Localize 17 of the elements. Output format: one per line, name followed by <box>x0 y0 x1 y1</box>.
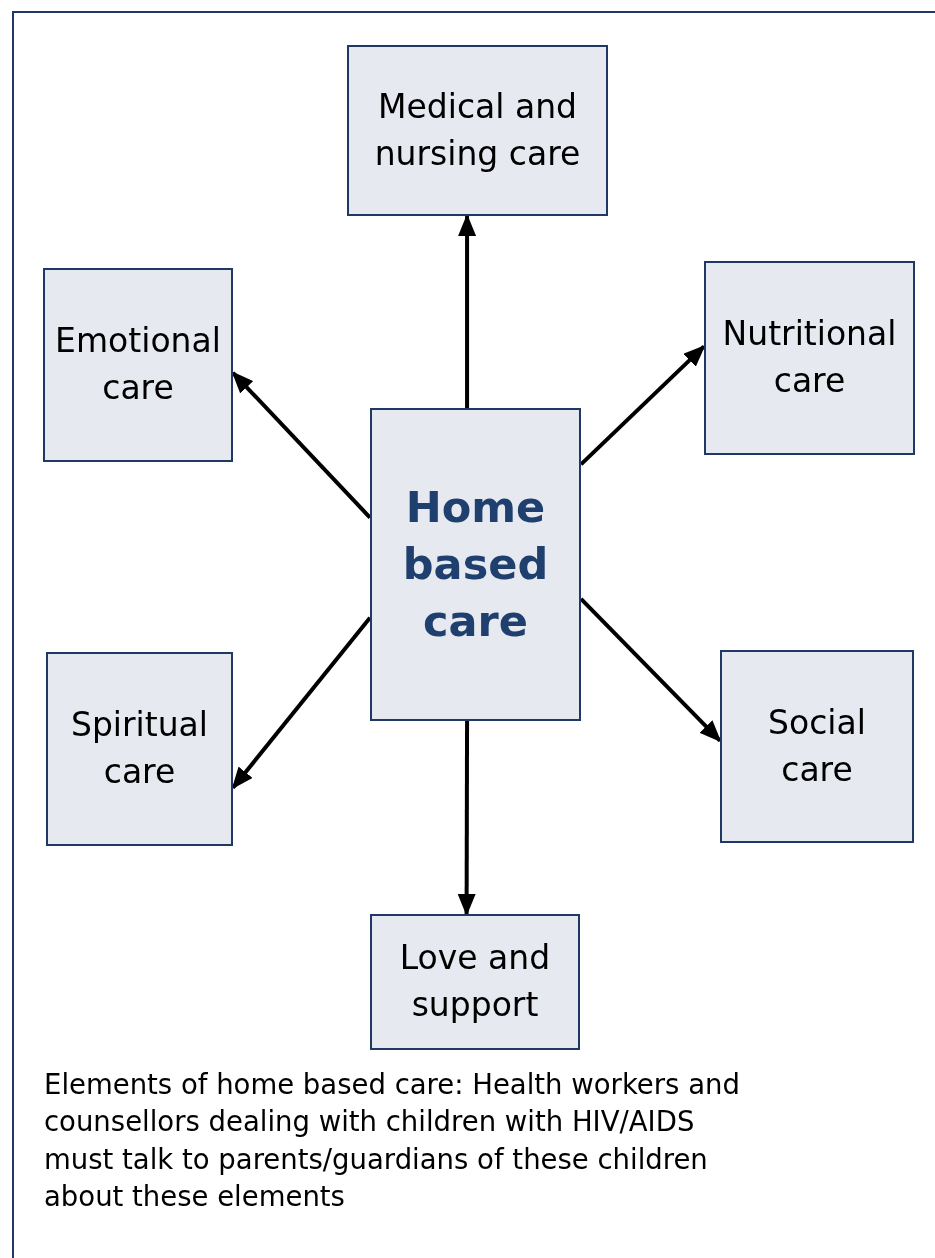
care-box <box>46 652 233 846</box>
box-label: Nutritional care <box>721 313 898 402</box>
caption: Elements of home based care: Health workers and counsellors dealing with children with HIV/AIDS must talk to parents/guardians of these children about these elements <box>44 1067 741 1215</box>
care-box <box>43 268 233 462</box>
care-box <box>347 45 608 216</box>
care-box <box>370 914 580 1050</box>
care-box <box>720 650 914 843</box>
arrow <box>457 721 476 916</box>
box-label: Spiritual care <box>69 704 209 793</box>
box-label: Social care <box>767 701 867 791</box>
arrow <box>458 214 477 408</box>
box-label: Emotional care <box>54 320 222 409</box>
box-label: Love and support <box>398 937 552 1026</box>
care-box <box>704 261 915 455</box>
central-box <box>370 408 581 721</box>
box-label: Home based care <box>401 480 550 649</box>
box-label: Medical and nursing care <box>373 85 582 175</box>
